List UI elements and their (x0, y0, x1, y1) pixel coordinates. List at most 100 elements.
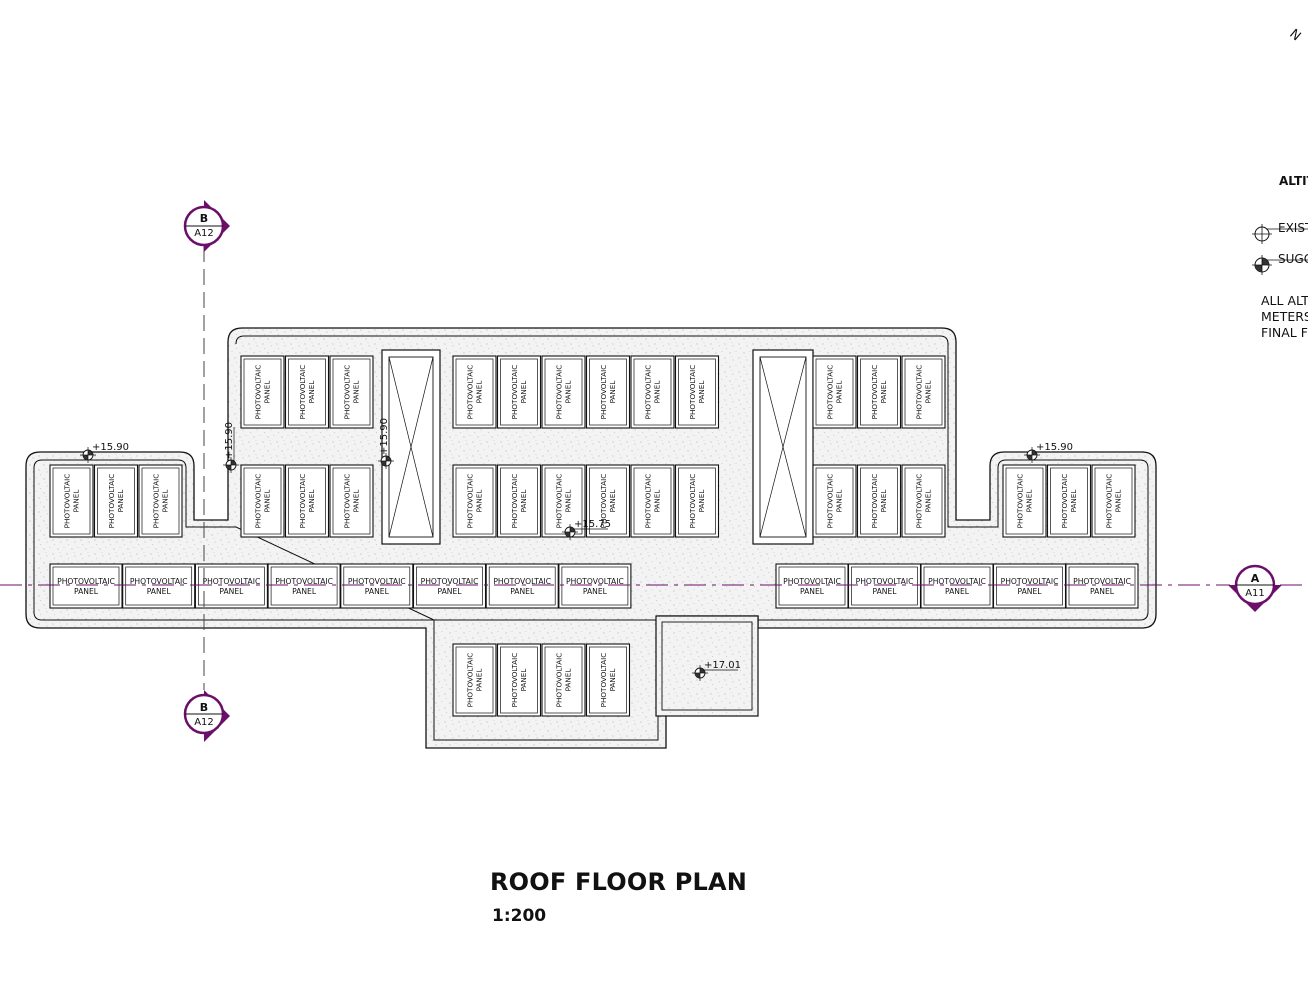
panel-label: PHOTOVOLTAIC (421, 577, 479, 586)
panel-label: PANEL (697, 490, 706, 513)
panel-label: PANEL (1069, 490, 1078, 513)
panel-label: PANEL (835, 490, 844, 513)
panel-label: PHOTOVOLTAIC (688, 474, 697, 529)
legend-note-line-3: FINAL F (1261, 325, 1308, 340)
panel-label: PHOTOVOLTAIC (783, 577, 841, 586)
panel-label: PHOTOVOLTAIC (57, 577, 115, 586)
panel-label: PANEL (879, 381, 888, 404)
panel-label: PHOTOVOLTAIC (348, 577, 406, 586)
svg-text:+15.90: +15.90 (379, 418, 390, 455)
panel-label: PANEL (161, 490, 170, 513)
panel-label: PHOTOVOLTAIC (466, 653, 475, 708)
panel-label: PHOTOVOLTAIC (152, 474, 161, 529)
panel-label: PHOTOVOLTAIC (254, 474, 263, 529)
level-marker-upper-roof: +17.01 (692, 660, 741, 681)
panel-label: PHOTOVOLTAIC (1073, 577, 1131, 586)
section-marker-a-right: A A11 (1228, 564, 1282, 612)
panel-label: PANEL (438, 587, 463, 596)
panel-label: PANEL (74, 587, 99, 596)
panel-label: PANEL (219, 587, 244, 596)
panel-label: PHOTOVOLTAIC (566, 577, 624, 586)
panel-label: PHOTOVOLTAIC (107, 474, 116, 529)
panel-label: PHOTOVOLTAIC (510, 474, 519, 529)
panel-label: PANEL (924, 381, 933, 404)
panel-label: PANEL (608, 490, 617, 513)
level-marker-stair-core: +15.90 (378, 418, 394, 469)
panel-label: PHOTOVOLTAIC (493, 577, 551, 586)
panel-label: PHOTOVOLTAIC (63, 474, 72, 529)
svg-text:A12: A12 (194, 717, 214, 728)
legend-existing-symbol (1252, 224, 1308, 244)
panel-label: PANEL (653, 381, 662, 404)
panel-label: PANEL (292, 587, 317, 596)
panel-label: PANEL (697, 381, 706, 404)
panel-label: PHOTOVOLTAIC (599, 653, 608, 708)
drawing-scale: 1:200 (492, 906, 547, 926)
panel-label: PANEL (564, 381, 573, 404)
panel-label: PANEL (835, 381, 844, 404)
panel-label: PANEL (653, 490, 662, 513)
panel-label: PANEL (519, 669, 528, 692)
panel-label: PHOTOVOLTAIC (510, 653, 519, 708)
drawing-title: ROOF FLOOR PLAN (490, 868, 748, 896)
panel-label: PHOTOVOLTAIC (298, 365, 307, 420)
panel-label: PHOTOVOLTAIC (555, 365, 564, 420)
panel-label: PANEL (1025, 490, 1034, 513)
panel-label: PHOTOVOLTAIC (915, 474, 924, 529)
panel-label: PHOTOVOLTAIC (599, 474, 608, 529)
panel-label: PANEL (365, 587, 390, 596)
section-marker-b-bottom: B A12 (183, 690, 230, 742)
legend-title: ALTIT (1279, 174, 1308, 188)
panel-label: PHOTOVOLTAIC (870, 365, 879, 420)
skylight-west (381, 349, 441, 545)
panel-label: PHOTOVOLTAIC (130, 577, 188, 586)
panel-label: PANEL (475, 490, 484, 513)
panel-label: PANEL (519, 381, 528, 404)
panel-label: PHOTOVOLTAIC (856, 577, 914, 586)
panel-label: PHOTOVOLTAIC (644, 365, 653, 420)
panel-label: PHOTOVOLTAIC (555, 653, 564, 708)
svg-text:A11: A11 (1245, 588, 1265, 599)
panel-label: PANEL (800, 587, 825, 596)
panel-label: PHOTOVOLTAIC (275, 577, 333, 586)
panel-label: PHOTOVOLTAIC (510, 365, 519, 420)
panel-label: PANEL (924, 490, 933, 513)
panel-label: PHOTOVOLTAIC (688, 365, 697, 420)
legend-note-line-2: METERS (1261, 309, 1308, 324)
panel-label: PANEL (1114, 490, 1123, 513)
panel-label: PANEL (583, 587, 608, 596)
panel-label: PANEL (263, 381, 272, 404)
panel-label: PHOTOVOLTAIC (343, 474, 352, 529)
panel-label: PANEL (147, 587, 172, 596)
